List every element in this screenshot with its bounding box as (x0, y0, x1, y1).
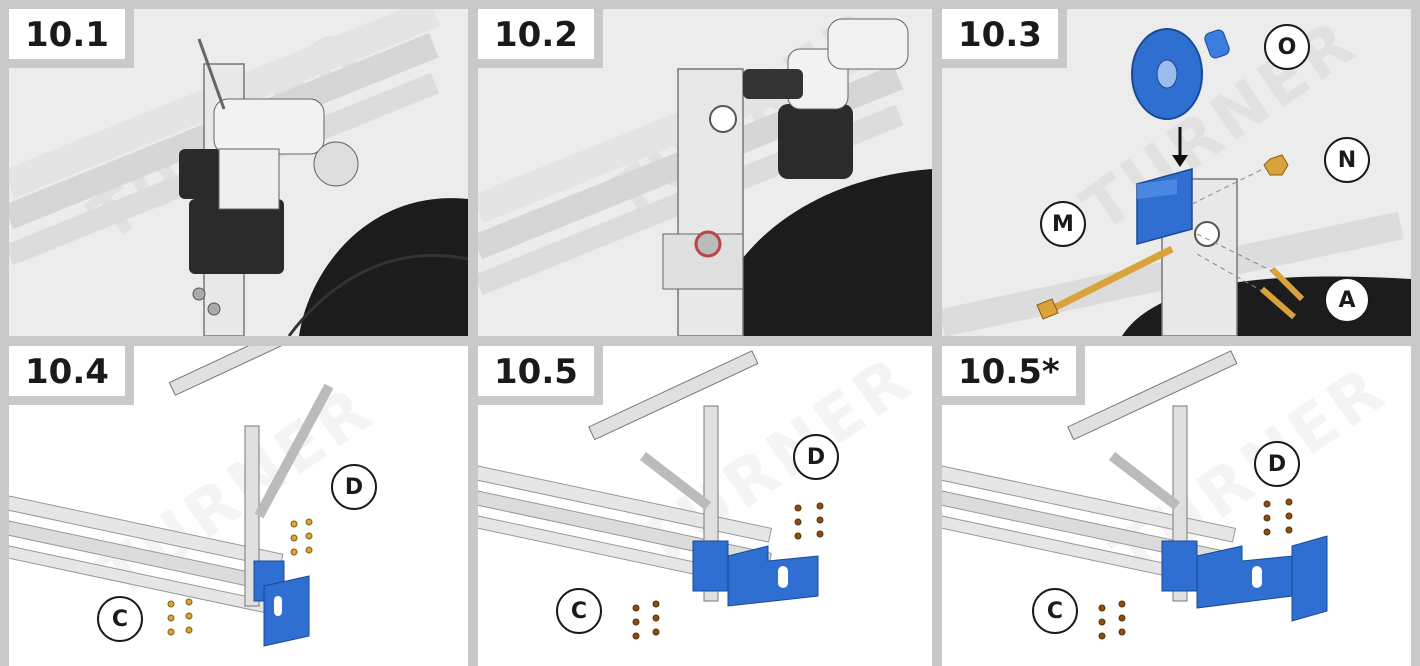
callout-c: C (556, 588, 602, 634)
step-label: 10.3 (942, 9, 1067, 68)
step-panel-10-4: 10.4 TURNER D C (9, 346, 468, 666)
callout-d: D (793, 434, 839, 480)
step-panel-10-5-alt: 10.5* TURNER D C (942, 346, 1411, 666)
step-panel-10-3: 10.3 TURNER O N M A (942, 9, 1411, 336)
callout-d: D (331, 464, 377, 510)
callout-n: N (1324, 137, 1370, 183)
callout-o: O (1264, 24, 1310, 70)
step-panel-10-1: 10.1 TURNER (9, 9, 468, 336)
step-panel-10-2: 10.2 TURNER (478, 9, 932, 336)
step-label: 10.2 (478, 9, 603, 68)
step-label: 10.4 (9, 346, 134, 405)
rail-bracket-assembly-illustration (942, 350, 1328, 640)
callout-c: C (97, 596, 143, 642)
step-label: 10.1 (9, 9, 134, 68)
step-label: 10.5 (478, 346, 603, 405)
drill-on-bracket-illustration (478, 18, 932, 336)
rail-bracket-assembly-illustration (9, 346, 334, 647)
rail-bracket-assembly-illustration (478, 350, 824, 640)
callout-c: C (1032, 588, 1078, 634)
callout-a: A (1324, 277, 1370, 323)
callout-d: D (1254, 441, 1300, 487)
callout-m: M (1040, 201, 1086, 247)
step-panel-10-5: 10.5 TURNER D C (478, 346, 932, 666)
step-label: 10.5* (942, 346, 1085, 405)
drill-on-bracket-illustration (9, 9, 468, 336)
